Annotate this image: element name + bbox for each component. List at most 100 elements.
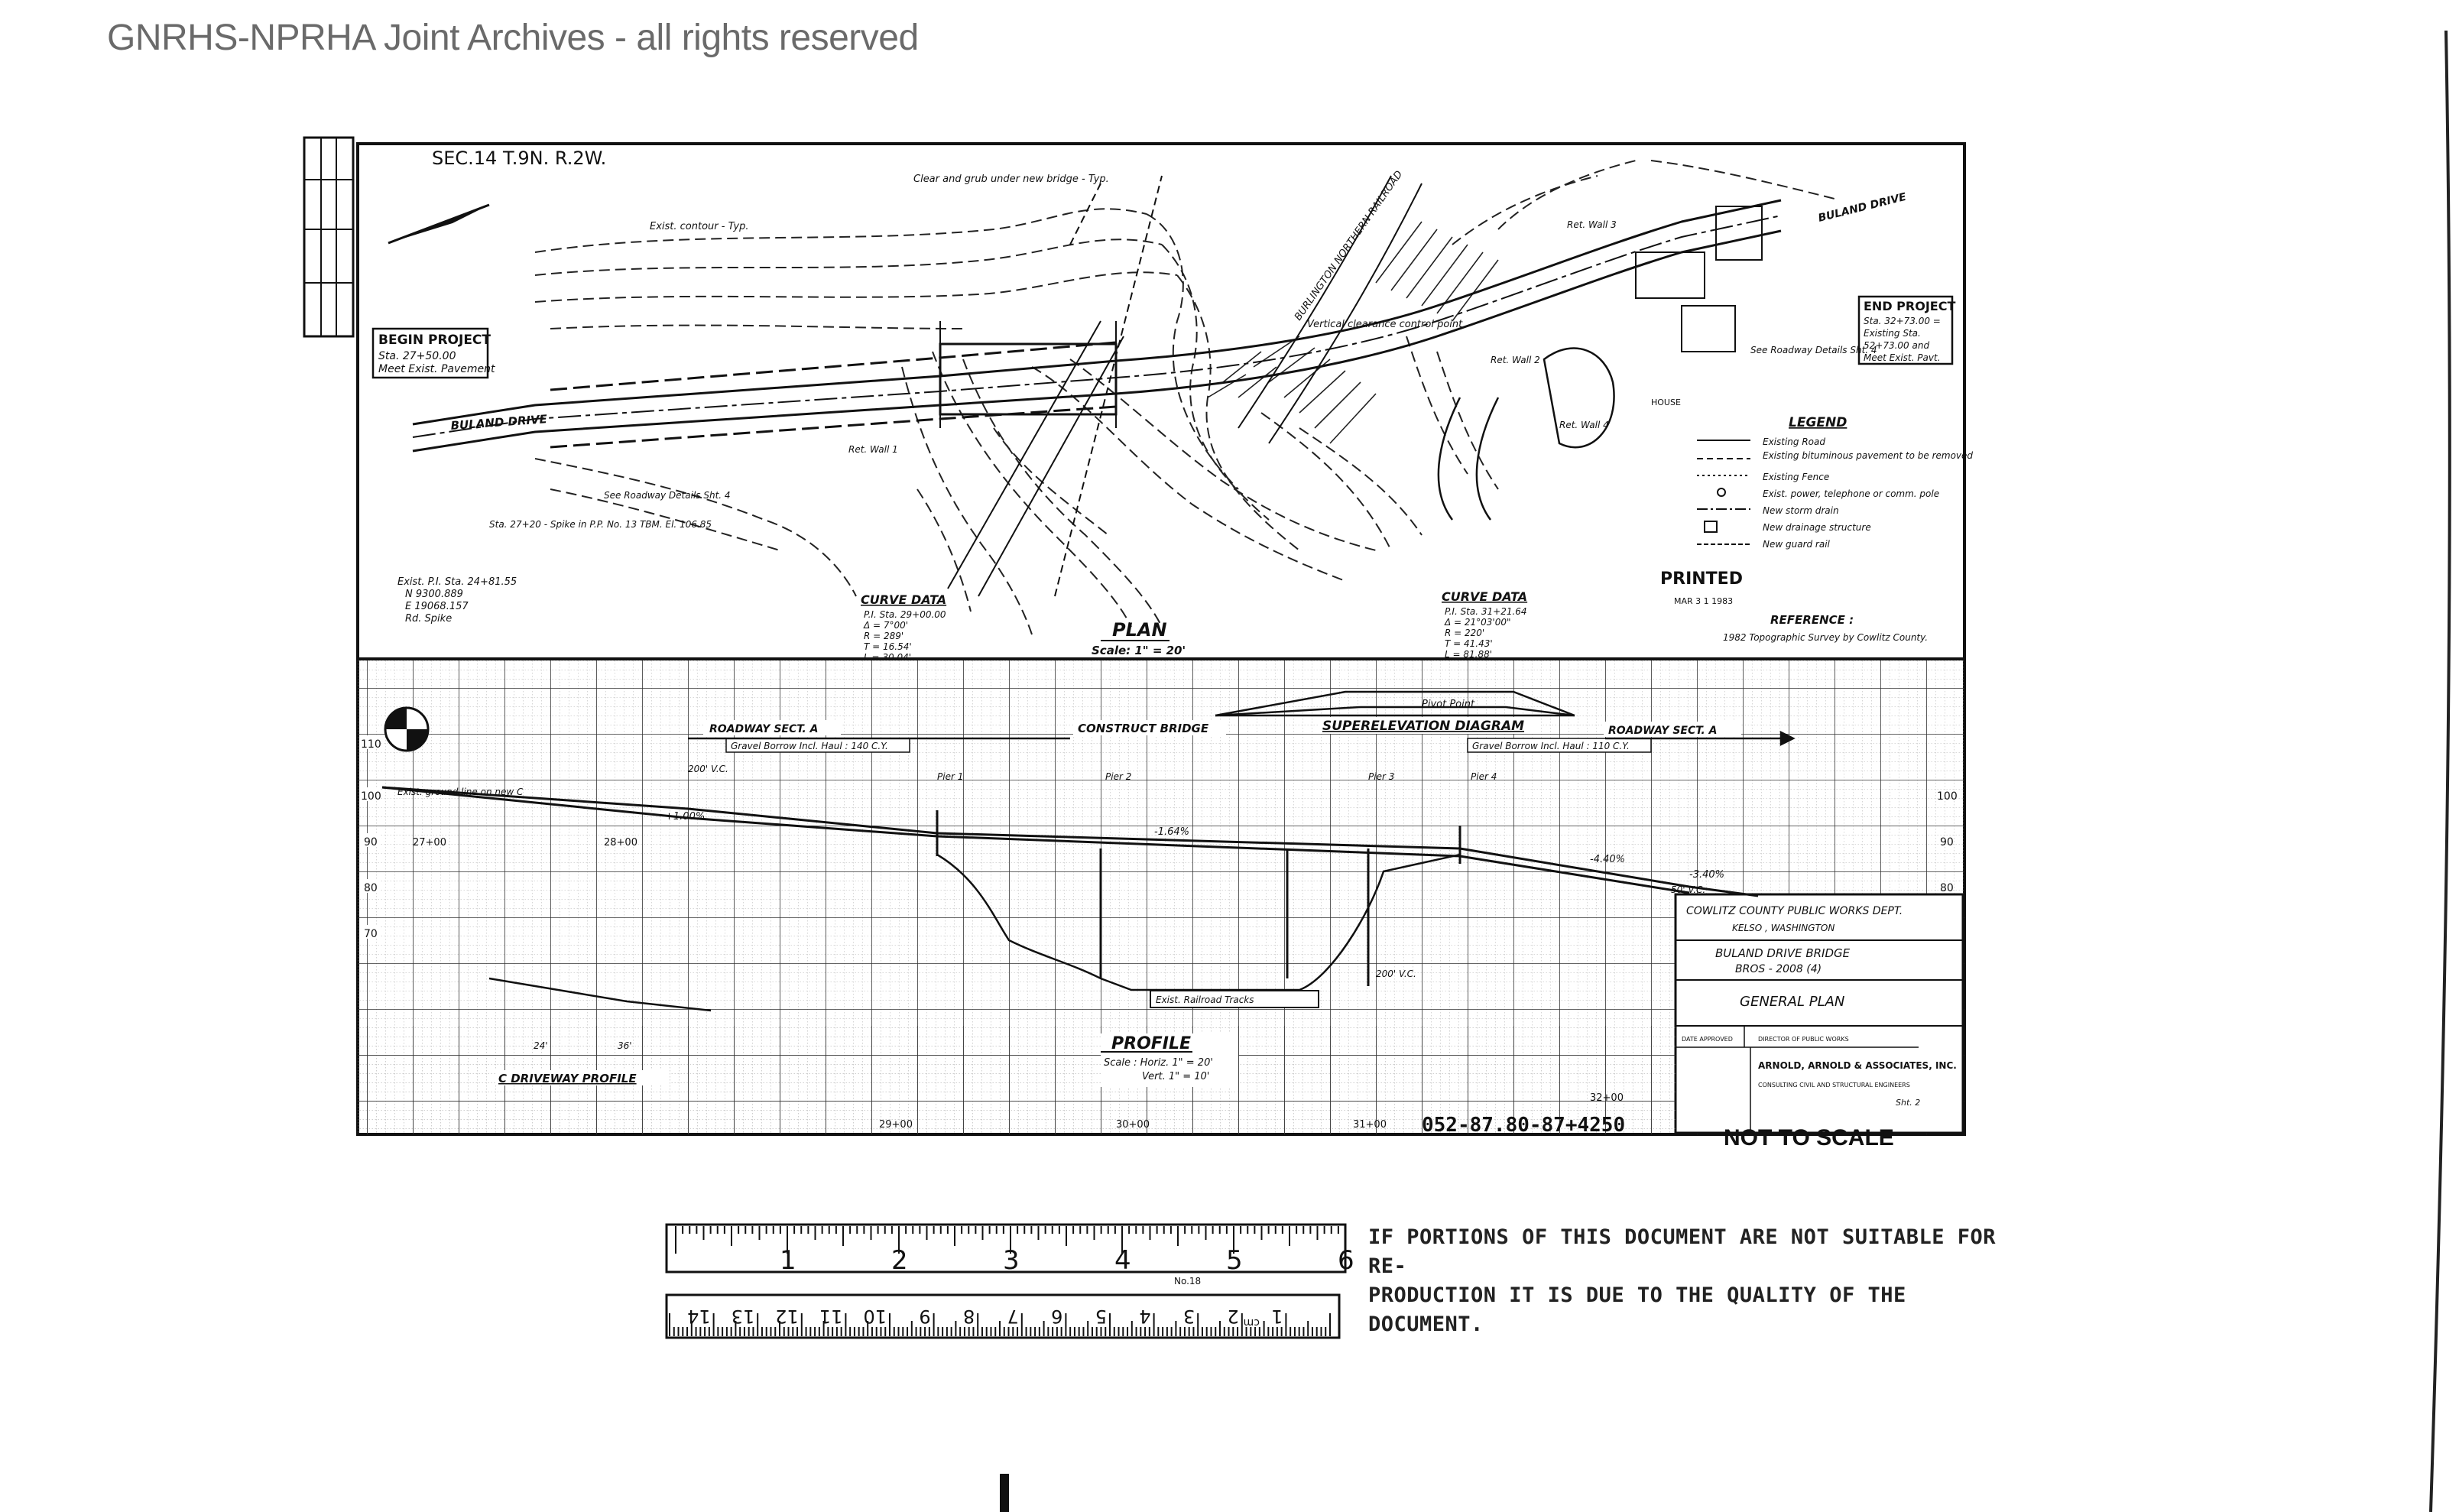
- begin-project-station: Sta. 27+50.00: [378, 350, 456, 362]
- printed-stamp: PRINTED: [1660, 569, 1743, 589]
- ruler-cm-label: 8: [963, 1306, 975, 1327]
- title-block: COWLITZ COUNTY PUBLIC WORKS DEPT. KELSO …: [1676, 905, 1963, 1133]
- ruler-inch-label: 4: [1114, 1245, 1131, 1276]
- curve-data-2-title: CURVE DATA: [1442, 589, 1527, 604]
- title-project-code: BROS - 2008 (4): [1735, 963, 1822, 975]
- ruler-inch-label: 2: [891, 1245, 908, 1276]
- page-edge: [2429, 30, 2451, 1512]
- retaining-wall-4-label: Ret. Wall 4: [1559, 420, 1609, 430]
- registration-mark: [1000, 1474, 1009, 1512]
- profile-scale-horizontal: Scale : Horiz. 1" = 20': [1104, 1057, 1213, 1069]
- contour-note: Exist. contour - Typ.: [650, 221, 748, 232]
- ruler-cm-label: 4: [1139, 1306, 1150, 1327]
- elev-90: 90: [364, 836, 378, 848]
- legend-item-pole: Exist. power, telephone or comm. pole: [1763, 488, 1939, 499]
- title-firm-subtitle: CONSULTING CIVIL AND STRUCTURAL ENGINEER…: [1758, 1082, 1910, 1089]
- ruler-cm-label: 13: [732, 1306, 755, 1327]
- pivot-point-label: Pivot Point: [1422, 699, 1475, 710]
- exist-pi-easting: E 19068.157: [405, 601, 469, 612]
- curve-2-pi: P.I. Sta. 31+21.64: [1445, 606, 1527, 617]
- ruler-cm-label: 7: [1007, 1306, 1019, 1327]
- grade-2: -1.64%: [1154, 826, 1189, 838]
- profile-title: PROFILE: [1111, 1034, 1191, 1053]
- pier-4-label: Pier 4: [1471, 771, 1497, 782]
- reference-text: 1982 Topographic Survey by Cowlitz Count…: [1723, 632, 1928, 643]
- document-number: 052-87.80-87+4250: [1422, 1114, 1626, 1137]
- elev-110: 110: [361, 738, 381, 751]
- driveway-profile-line: [488, 977, 712, 1012]
- station-29: 29+00: [879, 1119, 913, 1131]
- ruler-cm-unit: cm: [1244, 1316, 1260, 1329]
- legend-title: LEGEND: [1789, 415, 1847, 430]
- clear-grub-note: Clear and grub under new bridge - Typ.: [913, 174, 1109, 185]
- ruler-cm-label: 1: [1271, 1306, 1283, 1327]
- exist-pi-northing: N 9300.889: [405, 589, 463, 600]
- retaining-wall-3-label: Ret. Wall 3: [1567, 219, 1617, 230]
- end-project-line1: Sta. 32+73.00 =: [1864, 316, 1941, 326]
- borrow-haul-1: Gravel Borrow Incl. Haul : 140 C.Y.: [731, 741, 888, 751]
- ruler-cm-label: 10: [863, 1306, 887, 1327]
- pier-3-label: Pier 3: [1368, 771, 1394, 782]
- title-date-approved: DATE APPROVED: [1682, 1036, 1733, 1043]
- ruler-cm-label: 3: [1183, 1306, 1195, 1327]
- railroad-label: BURLINGTON NORTHERN RAILROAD: [1293, 169, 1405, 323]
- notice-line-2: PRODUCTION IT IS DUE TO THE QUALITY OF T…: [1368, 1283, 1906, 1336]
- plan-scale: Scale: 1" = 20': [1092, 644, 1186, 657]
- vertical-curve-1: 200' V.C.: [1376, 969, 1416, 979]
- title-sheet-number: Sht. 2: [1896, 1098, 1920, 1108]
- curve-1-delta: Δ = 7°00': [863, 620, 908, 631]
- legend-item-storm-drain: New storm drain: [1763, 505, 1839, 516]
- begin-project-title: BEGIN PROJECT: [378, 333, 491, 348]
- notice-line-1: IF PORTIONS OF THIS DOCUMENT ARE NOT SUI…: [1368, 1225, 1997, 1278]
- retaining-wall-1-label: Ret. Wall 1: [848, 444, 898, 455]
- station-30: 30+00: [1116, 1119, 1150, 1131]
- roadway-section-a-label-2: ROADWAY SECT. A: [1608, 725, 1717, 737]
- curve-2-radius: R = 220': [1445, 628, 1484, 638]
- vertical-curve-3: 50' V.C.: [1671, 884, 1705, 895]
- grade-1: +1.00%: [665, 811, 705, 823]
- county-seal-icon: [384, 706, 430, 752]
- title-dept: COWLITZ COUNTY PUBLIC WORKS DEPT.: [1686, 905, 1903, 917]
- archive-watermark: GNRHS-NPRHA Joint Archives - all rights …: [107, 18, 919, 58]
- ruler-cm-label: 14: [687, 1306, 711, 1327]
- ruler-inch-label: 1: [780, 1245, 796, 1276]
- see-roadway-note-end: See Roadway Details Sht. 4: [1750, 345, 1877, 355]
- vertical-clearance-note: Vertical clearance control point: [1307, 319, 1463, 330]
- station-32: 32+00: [1590, 1092, 1624, 1104]
- end-project-title: END PROJECT: [1864, 299, 1955, 313]
- profile-scale-vertical: Vert. 1" = 10': [1142, 1071, 1209, 1082]
- profile-grade-line: [381, 786, 1759, 897]
- railroad-tracks: [947, 175, 1423, 597]
- elev-right-90: 90: [1940, 836, 1954, 848]
- grade-4: -3.40%: [1689, 869, 1724, 881]
- curve-2-delta: Δ = 21°03'00": [1444, 617, 1511, 628]
- ruler-cm-label: 9: [919, 1306, 930, 1327]
- legend-item-pavement-removal: Existing bituminous pavement to be remov…: [1763, 450, 1973, 461]
- borrow-haul-2: Gravel Borrow Incl. Haul : 110 C.Y.: [1472, 741, 1630, 751]
- construct-bridge-label: CONSTRUCT BRIDGE: [1078, 722, 1209, 735]
- title-project: BULAND DRIVE BRIDGE: [1715, 946, 1851, 960]
- slope-hatching: [1207, 221, 1499, 444]
- pier-1-label: Pier 1: [937, 771, 963, 782]
- driveway-station-1: 24': [534, 1040, 548, 1051]
- legend-item-fence: Existing Fence: [1763, 472, 1829, 482]
- elev-right-80: 80: [1940, 882, 1954, 894]
- structure-outline: [1681, 305, 1736, 352]
- benchmark-note: Sta. 27+20 - Spike in P.P. No. 13 TBM. E…: [489, 519, 712, 530]
- roadway-section-a-label: ROADWAY SECT. A: [709, 723, 818, 735]
- curve-1-pi: P.I. Sta. 29+00.00: [864, 609, 946, 620]
- existing-ground-label: Exist. ground line on new C: [397, 787, 524, 797]
- title-sheet-name: GENERAL PLAN: [1740, 994, 1844, 1010]
- curve-1-radius: R = 289': [864, 631, 903, 641]
- legend-item-existing-road: Existing Road: [1763, 436, 1825, 447]
- legend-item-guard-rail: New guard rail: [1763, 539, 1831, 550]
- driveway-station-2: 36': [618, 1040, 632, 1051]
- contour-lines: [534, 160, 1835, 635]
- exist-pi-station: Exist. P.I. Sta. 24+81.55: [397, 576, 517, 588]
- ruler-inch-label: 3: [1003, 1245, 1020, 1276]
- north-arrow-icon: [388, 203, 490, 245]
- station-31: 31+00: [1353, 1119, 1387, 1131]
- curve-2-length: L = 81.88': [1445, 649, 1492, 660]
